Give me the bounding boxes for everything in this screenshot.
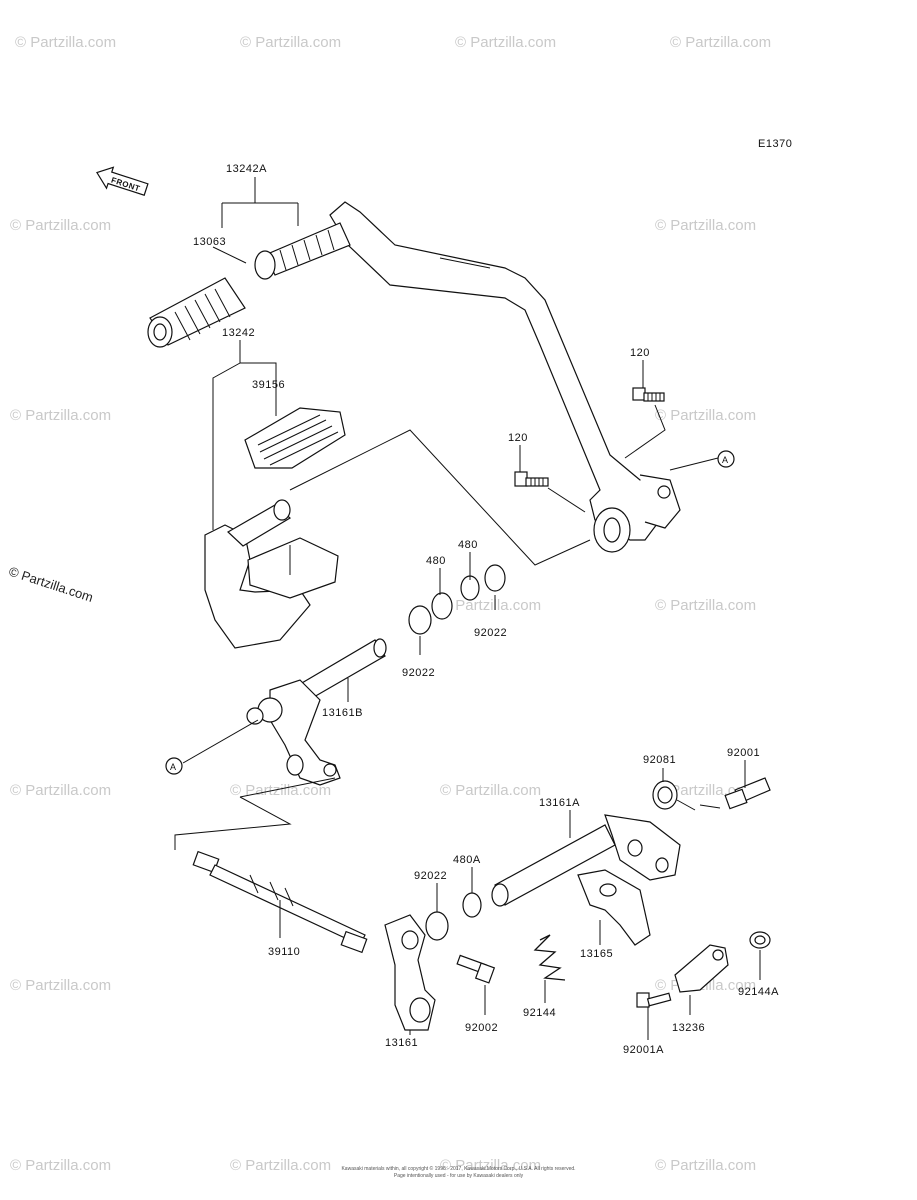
part-label: 13242A (226, 163, 267, 175)
plate-13165-hole (599, 883, 617, 897)
tie-rod-39110 (192, 850, 368, 954)
watermark: © Partzilla.com (655, 1157, 756, 1174)
part-label: 92144A (738, 986, 779, 998)
watermark: © Partzilla.com (655, 407, 756, 424)
watermark-layer: © Partzilla.com © Partzilla.com © Partzi… (7, 34, 771, 1174)
copyright-line: Page intentionally used - for use by Kaw… (393, 1173, 524, 1179)
part-label: 92022 (414, 870, 447, 882)
watermark: © Partzilla.com (455, 34, 556, 51)
washer-92022-lower (425, 911, 449, 941)
front-arrow-icon: FRONT (95, 166, 149, 196)
watermark: © Partzilla.com (230, 782, 331, 799)
part-label: 480 (458, 539, 478, 551)
watermark: © Partzilla.com (440, 597, 541, 614)
part-label: 13161A (539, 797, 580, 809)
part-label: 120 (630, 347, 650, 359)
spring-92144 (533, 934, 566, 981)
part-label: 480A (453, 854, 481, 866)
watermark: © Partzilla.com (10, 1157, 111, 1174)
callout-a-top: A (717, 450, 735, 468)
watermark: © Partzilla.com (15, 34, 116, 51)
washer-92022 (484, 564, 506, 592)
part-label: 92002 (465, 1022, 498, 1034)
bolt-120-upper (632, 387, 665, 402)
spring-92081 (652, 780, 696, 811)
circlip-480a (462, 892, 482, 918)
shift-lever-13161 (384, 914, 436, 1031)
part-label: 13161 (385, 1037, 418, 1049)
circlip-480 (431, 592, 453, 620)
bolt-92001a (636, 992, 672, 1008)
part-label: 92001 (727, 747, 760, 759)
part-labels: 13242A 13063 13242 39156 120 120 480 480… (193, 163, 779, 1056)
part-label: 13161B (322, 707, 363, 719)
part-label: 92144 (523, 1007, 556, 1019)
part-label: 92001A (623, 1044, 664, 1056)
shift-lever-assembly (147, 201, 681, 553)
part-label: 39110 (268, 946, 300, 958)
lever-13236 (674, 944, 729, 993)
bolt-92002 (456, 954, 496, 984)
svg-text:A: A (722, 455, 729, 465)
rear-shift-lever (204, 407, 346, 649)
watermark: © Partzilla.com (440, 1157, 541, 1174)
part-label: 13165 (580, 948, 613, 960)
part-label: 92022 (402, 667, 435, 679)
callout-a-bottom: A (165, 757, 183, 775)
watermark: © Partzilla.com (440, 782, 541, 799)
part-label: 13242 (222, 327, 255, 339)
part-label: 92081 (643, 754, 676, 766)
watermark: © Partzilla.com (655, 597, 756, 614)
svg-text:A: A (170, 762, 177, 772)
shift-shaft-13161b (246, 638, 387, 786)
copyright-line: Kawasaki materials within, all copyright… (341, 1166, 576, 1172)
plate-13165 (577, 869, 651, 946)
leader-lines (174, 177, 761, 1040)
bolt-120-lower (514, 471, 549, 487)
part-label: 13063 (193, 236, 226, 248)
watermark: © Partzilla.com (10, 407, 111, 424)
part-label: 92022 (474, 627, 507, 639)
shift-shaft-13161a (491, 814, 681, 907)
diagram-code: E1370 (758, 138, 792, 150)
part-label: 39156 (252, 379, 285, 391)
watermark: © Partzilla.com (10, 782, 111, 799)
copyright-footer: Kawasaki materials within, all copyright… (0, 1166, 917, 1180)
stud-92001 (724, 777, 771, 810)
watermark: © Partzilla.com (655, 217, 756, 234)
washer-92022 (408, 605, 432, 635)
part-label: 480 (426, 555, 446, 567)
watermark: © Partzilla.com (10, 977, 111, 994)
part-label: 13236 (672, 1022, 705, 1034)
watermark: © Partzilla.com (670, 34, 771, 51)
watermark-side: © Partzilla.com (7, 564, 95, 605)
watermark: © Partzilla.com (10, 217, 111, 234)
part-label: 120 (508, 432, 528, 444)
watermark: © Partzilla.com (230, 1157, 331, 1174)
spring-92144a-inner (754, 935, 766, 945)
watermark: © Partzilla.com (240, 34, 341, 51)
